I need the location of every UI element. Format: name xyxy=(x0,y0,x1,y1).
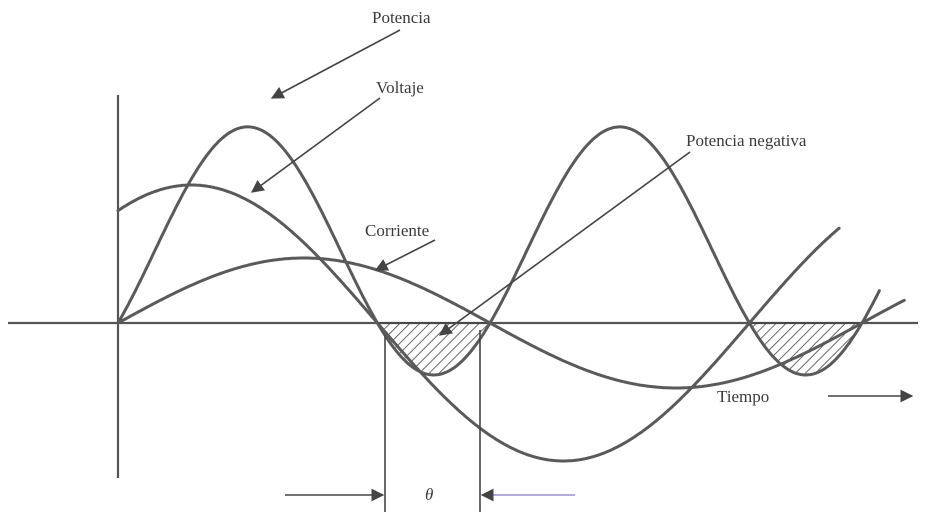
potencia-negativa-label: Potencia negativa xyxy=(686,131,807,150)
theta-label: θ xyxy=(425,485,433,504)
tiempo-label: Tiempo xyxy=(717,387,769,406)
potencia-label: Potencia xyxy=(372,8,431,27)
voltaje-label: Voltaje xyxy=(376,78,424,97)
corriente-leader xyxy=(374,239,436,271)
potencia-negativa-leader xyxy=(438,151,691,336)
corriente-label: Corriente xyxy=(365,221,429,240)
current-curve xyxy=(116,256,906,390)
power-curve xyxy=(116,125,881,377)
potencia-leader xyxy=(270,29,401,99)
voltage-curve xyxy=(116,183,841,463)
voltaje-leader xyxy=(250,97,381,193)
